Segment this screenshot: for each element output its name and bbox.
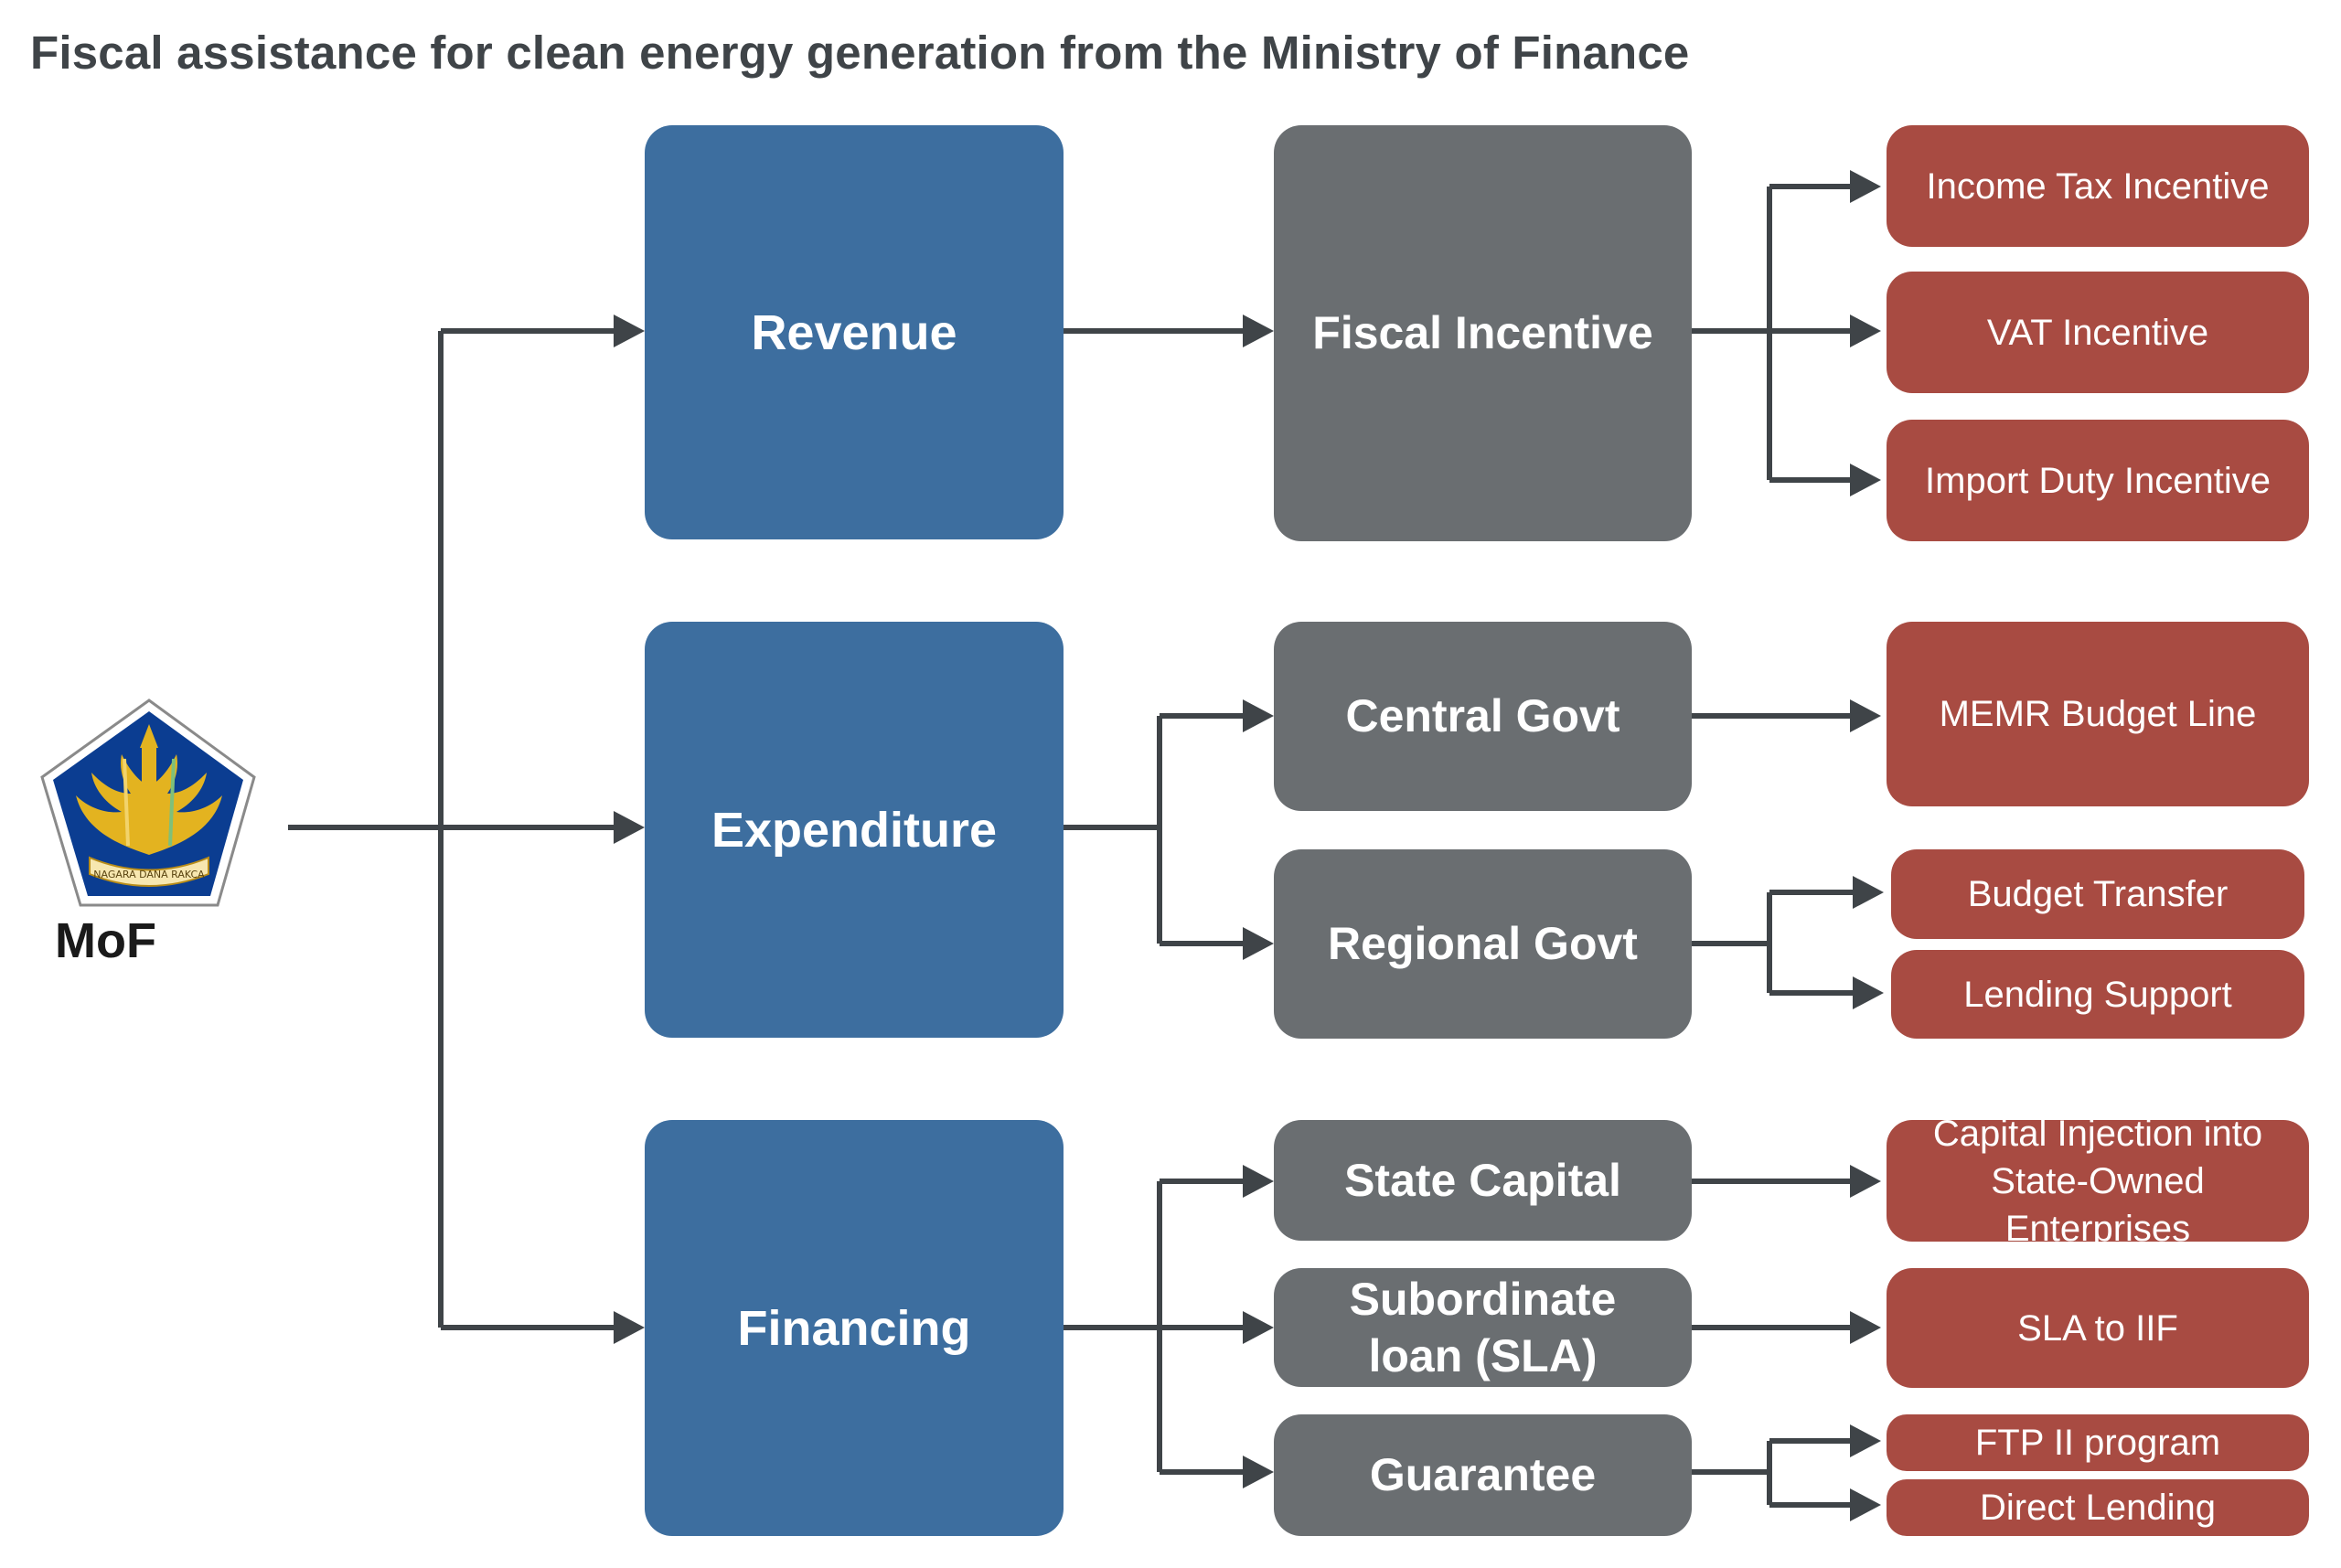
category-label: Financing [737, 1300, 971, 1356]
category-financing: Financing [645, 1120, 1064, 1536]
arrowhead [1243, 1165, 1274, 1198]
instrument-label: Guarantee [1369, 1449, 1597, 1501]
diagram-title: Fiscal assistance for clean energy gener… [30, 27, 1690, 79]
root-node-label: MoF [55, 913, 156, 968]
svg-text:NAGARA DANA RAKCA: NAGARA DANA RAKCA [93, 869, 205, 880]
arrowhead [1853, 876, 1884, 909]
arrowhead [614, 811, 645, 844]
arrowhead [1243, 1311, 1274, 1344]
outcome-capital-injection: Capital Injection into State-Owned Enter… [1887, 1114, 2309, 1249]
outcome-memr-budget-line: MEMR Budget Line [1887, 622, 2309, 806]
arrowhead [1850, 699, 1881, 732]
outcome-label: Direct Lending [1980, 1488, 2216, 1528]
outcome-label: Budget Transfer [1967, 874, 2229, 914]
outcome-label: FTP II program [1974, 1423, 2221, 1463]
outcome-sla-to-iif: SLA to IIF [1887, 1268, 2309, 1388]
instrument-central-govt: Central Govt [1274, 622, 1692, 811]
arrowhead [1243, 315, 1274, 347]
outcome-vat-incentive: VAT Incentive [1887, 272, 2309, 393]
arrowhead [1850, 1424, 1881, 1457]
instrument-label: Subordinate loan (SLA) [1349, 1273, 1617, 1382]
instrument-label: Central Govt [1345, 690, 1620, 742]
arrowhead [1243, 699, 1274, 732]
arrowhead [1850, 1488, 1881, 1521]
arrowhead [1243, 927, 1274, 960]
instrument-regional-govt: Regional Govt [1274, 849, 1692, 1039]
arrowhead [1850, 315, 1881, 347]
outcome-label: Capital Injection into State-Owned Enter… [1932, 1113, 2263, 1249]
arrowhead [1850, 1311, 1881, 1344]
instrument-label: Fiscal Incentive [1312, 307, 1653, 359]
instrument-fiscal-incentive: Fiscal Incentive [1274, 125, 1692, 541]
arrowhead [614, 1311, 645, 1344]
arrowhead [614, 315, 645, 347]
outcome-ftp-ii-program: FTP II program [1887, 1414, 2309, 1471]
instrument-state-capital: State Capital [1274, 1120, 1692, 1241]
outcome-lending-support: Lending Support [1891, 950, 2304, 1039]
category-expenditure: Expenditure [645, 622, 1064, 1038]
arrowhead [1850, 170, 1881, 203]
outcome-direct-lending: Direct Lending [1887, 1479, 2309, 1536]
outcome-label: MEMR Budget Line [1939, 694, 2257, 734]
outcome-income-tax-incentive: Income Tax Incentive [1887, 125, 2309, 247]
category-label: Expenditure [711, 802, 998, 858]
outcome-label: Lending Support [1963, 974, 2232, 1015]
outcome-label: SLA to IIF [2017, 1307, 2178, 1349]
outcome-label: Income Tax Incentive [1926, 165, 2270, 207]
mof-logo-icon: NAGARA DANA RAKCA [40, 699, 256, 907]
outcome-budget-transfer: Budget Transfer [1891, 849, 2304, 939]
outcome-label: Import Duty Incentive [1925, 460, 2271, 501]
outcome-import-duty-incentive: Import Duty Incentive [1887, 420, 2309, 541]
instrument-label: State Capital [1344, 1154, 1621, 1206]
outcome-label: VAT Incentive [1986, 312, 2209, 353]
instrument-guarantee: Guarantee [1274, 1414, 1692, 1536]
arrowhead [1243, 1456, 1274, 1488]
category-label: Revenue [751, 304, 957, 360]
category-revenue: Revenue [645, 125, 1064, 539]
instrument-label: Regional Govt [1328, 918, 1638, 970]
arrowhead [1853, 976, 1884, 1009]
instrument-subordinate-loan: Subordinate loan (SLA) [1274, 1268, 1692, 1387]
arrowhead [1850, 464, 1881, 496]
arrowhead [1850, 1165, 1881, 1198]
